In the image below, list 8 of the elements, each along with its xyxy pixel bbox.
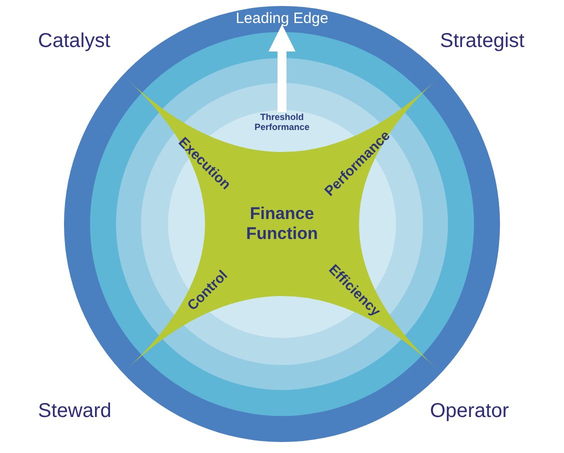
role-label: Steward bbox=[38, 400, 112, 423]
role-label: Catalyst bbox=[38, 30, 110, 53]
ring-label: Leading Edge bbox=[234, 10, 330, 27]
role-label: Strategist bbox=[440, 30, 524, 53]
center-label: Finance Function bbox=[245, 204, 319, 244]
role-label: Operator bbox=[430, 400, 509, 423]
arrow bbox=[268, 24, 296, 112]
threshold-label: Threshold Performance bbox=[253, 112, 311, 132]
